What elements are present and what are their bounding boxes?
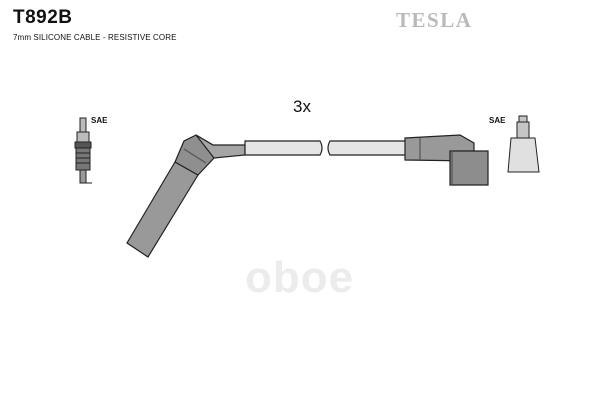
spark-plug-left-icon bbox=[74, 117, 92, 184]
spark-plug-boot bbox=[126, 134, 246, 258]
cable-description: 7mm SILICONE CABLE - RESISTIVE CORE bbox=[13, 33, 177, 42]
distributor-boot bbox=[404, 134, 489, 186]
watermark-logo: oboe bbox=[245, 253, 355, 302]
right-terminal-label: SAE bbox=[489, 116, 506, 125]
brand-logo-text: TESLA bbox=[396, 8, 473, 32]
distributor-terminal-right-icon bbox=[507, 115, 540, 173]
part-number-title: T892B bbox=[13, 7, 73, 28]
left-terminal-label: SAE bbox=[91, 116, 108, 125]
ignition-cable bbox=[244, 140, 409, 156]
quantity-label: 3x bbox=[293, 97, 311, 116]
